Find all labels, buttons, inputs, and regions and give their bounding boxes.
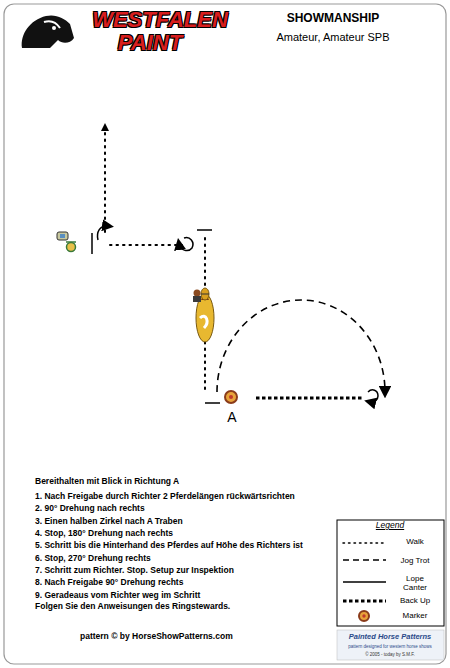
logo-text: PAINT: [118, 30, 182, 55]
instruction-step: 8. Nach Freigabe 90° Drehung rechts: [35, 578, 183, 588]
subtitle: Amateur, Amateur SPB: [276, 31, 389, 44]
legend-text: Lope Canter: [395, 574, 435, 592]
publisher-tagline: pattern designed for western horse shows: [348, 644, 432, 649]
instruction-step: 4. Stop, 180° Drehung nach rechts: [35, 529, 173, 539]
instruction-intro: Bereithalten mit Blick in Richtung A: [35, 477, 179, 487]
instruction-step: 9. Geradeaus vom Richter weg im Schritt: [35, 591, 200, 601]
legend-title: Legend: [376, 521, 404, 531]
instruction-step: 2. 90° Drehung nach rechts: [35, 504, 145, 514]
marker-letter: A: [227, 409, 236, 425]
marker-icon: [225, 391, 237, 403]
publisher-logo: Painted Horse Patterns: [349, 633, 432, 642]
horse-figure: [193, 288, 214, 342]
publisher-logo-bg: [337, 630, 444, 660]
instruction-step: 5. Schritt bis die Hinterhand des Pferde…: [35, 541, 303, 551]
legend-text: Back Up: [400, 596, 430, 605]
copyright-note: pattern © by HorseShowPatterns.com: [80, 632, 233, 642]
pattern-path: [92, 123, 385, 403]
instruction-step: 7. Schritt zum Richter. Stop. Setup zur …: [35, 566, 234, 576]
legend-text: Jog Trot: [395, 556, 435, 565]
pattern-title: SHOWMANSHIP: [287, 12, 380, 26]
logo-text: WESTFALEN: [92, 7, 228, 32]
legend-box: [337, 520, 444, 626]
instruction-step: 3. Einen halben Zirkel nach A Traben: [35, 517, 183, 527]
legend-text: Marker: [403, 611, 428, 620]
publisher-copyright: © 2005 - today by S.M.F.: [365, 652, 415, 657]
legend-samples: [343, 543, 386, 601]
logo-horse: [22, 15, 74, 48]
legend-marker: [359, 611, 369, 621]
instruction-note: Folgen Sie den Anweisungen des Ringstewa…: [35, 602, 230, 612]
legend-text: Walk: [406, 537, 423, 546]
judge-figure: [57, 232, 76, 252]
page-frame: [4, 4, 446, 664]
instruction-step: 6. Stop, 270° Drehung rechts: [35, 554, 151, 564]
instruction-step: 1. Nach Freigabe durch Richter 2 Pferdel…: [35, 492, 295, 502]
